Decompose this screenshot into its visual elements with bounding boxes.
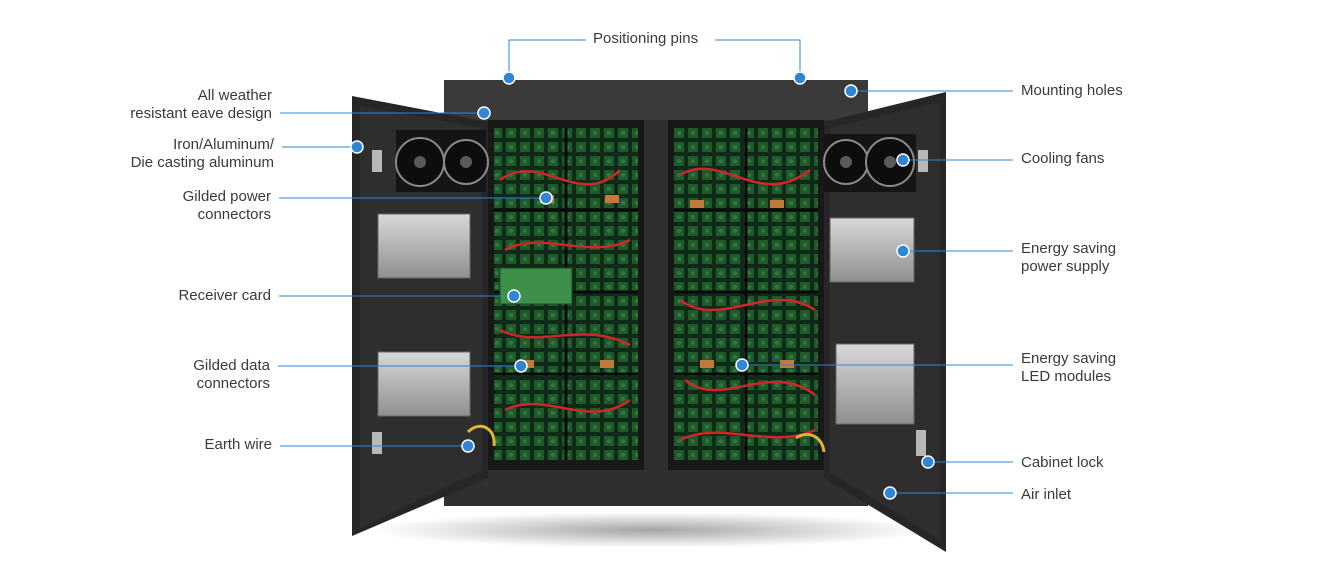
power-supply-label-line: power supply xyxy=(1021,258,1110,275)
cabinet-lock-label: Cabinet lock xyxy=(1021,454,1104,472)
gilded-power-connectors-marker-dot xyxy=(539,191,553,205)
mounting-holes-marker-dot xyxy=(844,84,858,98)
positioning-pins-label-line: Positioning pins xyxy=(593,30,699,47)
callout-dots xyxy=(350,71,935,500)
air-inlet-marker-dot xyxy=(883,486,897,500)
receiver-card-label: Receiver card xyxy=(178,287,271,305)
gilded-data-connectors-label-line: connectors xyxy=(196,375,270,392)
cooling-fans-marker-dot xyxy=(896,153,910,167)
positioning-pins-leader-line xyxy=(715,39,801,78)
iron-aluminum-label: Iron/Aluminum/Die casting aluminum xyxy=(131,136,274,172)
iron-aluminum-marker-dot xyxy=(350,140,364,154)
receiver-card-marker-dot xyxy=(507,289,521,303)
positioning-pins-marker-dot xyxy=(502,71,516,85)
led-modules-label-line: LED modules xyxy=(1021,368,1112,385)
iron-aluminum-label-line: Iron/Aluminum/ xyxy=(173,136,274,153)
left-door xyxy=(352,96,496,536)
receiver-card-label-line: Receiver card xyxy=(178,287,271,304)
cooling-fans-label-line: Cooling fans xyxy=(1021,150,1105,167)
led-modules-label-line: Energy saving xyxy=(1021,350,1117,367)
led-modules-marker-dot xyxy=(735,358,749,372)
cooling-fans-label: Cooling fans xyxy=(1021,150,1104,168)
eave-design-label-line: resistant eave design xyxy=(130,105,272,122)
left-fans xyxy=(395,130,489,192)
cabinet-body xyxy=(444,80,868,506)
eave-design-label-line: All weather xyxy=(197,87,272,104)
mounting-holes-label: Mounting holes xyxy=(1021,82,1123,100)
earth-wire-label: Earth wire xyxy=(204,436,272,454)
cabinet-lock-label-line: Cabinet lock xyxy=(1021,454,1104,471)
gilded-data-connectors-marker-dot xyxy=(514,359,528,373)
power-supply-label-line: Energy saving xyxy=(1021,240,1117,257)
right-fans xyxy=(823,134,916,192)
left-psu-bottom xyxy=(377,351,471,417)
eave-design-marker-dot xyxy=(477,106,491,120)
air-inlet-label-line: Air inlet xyxy=(1021,486,1072,503)
power-supply-marker-dot xyxy=(896,244,910,258)
right-psu-bottom xyxy=(835,343,915,425)
callout-leaders xyxy=(278,39,1013,494)
left-psu-top xyxy=(377,213,471,279)
gilded-data-connectors-label-line: Gilded data xyxy=(193,357,270,374)
iron-aluminum-label-line: Die casting aluminum xyxy=(130,154,274,171)
earth-wire-marker-dot xyxy=(461,439,475,453)
gilded-power-connectors-label-line: connectors xyxy=(197,206,271,223)
earth-wire-label-line: Earth wire xyxy=(204,436,272,453)
air-inlet-label: Air inlet xyxy=(1021,486,1071,504)
cabinet-lock-marker-dot xyxy=(921,455,935,469)
right-door xyxy=(795,92,946,552)
positioning-pins-label: Positioning pins xyxy=(593,30,698,48)
mounting-holes-label-line: Mounting holes xyxy=(1021,82,1123,99)
positioning-pins-leader-line xyxy=(508,39,586,78)
positioning-pins-marker-dot xyxy=(793,71,807,85)
gilded-power-connectors-label-line: Gilded power xyxy=(182,188,271,205)
floor-shadow xyxy=(370,512,930,548)
